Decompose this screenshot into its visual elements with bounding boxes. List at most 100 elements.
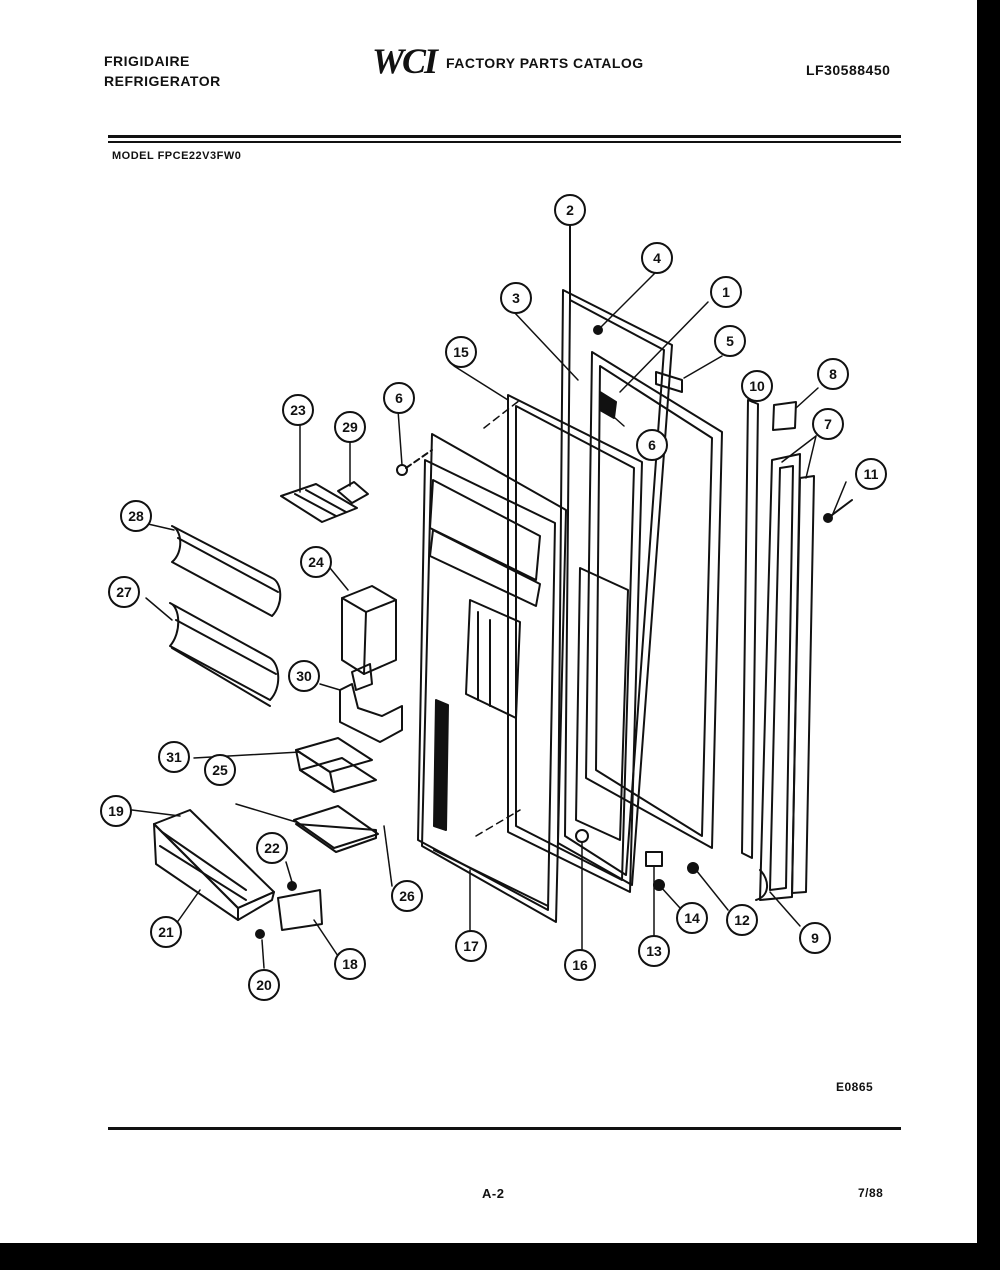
callout-number: 5 (726, 333, 734, 349)
callout-number: 6 (648, 437, 656, 453)
callout-circle (641, 242, 673, 274)
callout-number: 30 (296, 668, 312, 684)
callout-circle (256, 832, 288, 864)
part-callout: 8 (817, 358, 849, 390)
callout-number: 2 (566, 202, 574, 218)
callout-circle (108, 576, 140, 608)
breaker-frame (507, 394, 643, 893)
callout-number: 15 (453, 344, 469, 360)
callout-number: 29 (342, 419, 358, 435)
part-callout: 22 (256, 832, 288, 864)
callout-circle (120, 500, 152, 532)
part-callout: 14 (676, 902, 708, 934)
part-callout: 15 (445, 336, 477, 368)
callout-number: 7 (824, 416, 832, 432)
callout-number: 24 (308, 554, 324, 570)
callout-circle (741, 370, 773, 402)
callout-circle (812, 408, 844, 440)
header-rule (108, 141, 901, 143)
part-callout: 27 (108, 576, 140, 608)
rack-pad (337, 481, 369, 504)
callout-circle (248, 969, 280, 1001)
callout-layer: 1234566789101112131415161718192021222324… (100, 194, 887, 1001)
callout-number: 10 (749, 378, 765, 394)
door-bin (153, 809, 275, 921)
model-number: MODEL FPCE22V3FW0 (112, 150, 242, 162)
callout-circle (150, 916, 182, 948)
inner-door-liner (417, 433, 567, 923)
callout-circle (391, 880, 423, 912)
callout-circle (334, 411, 366, 443)
callout-number: 31 (166, 749, 182, 765)
catalog-title: FACTORY PARTS CATALOG (446, 55, 644, 71)
dispenser-bracket (339, 683, 403, 743)
callout-circle (564, 949, 596, 981)
diagram-code: E0865 (836, 1080, 874, 1094)
product-type: REFRIGERATOR (104, 73, 221, 89)
callout-circle (554, 194, 586, 226)
callout-number: 26 (399, 888, 415, 904)
callout-number: 17 (463, 938, 479, 954)
wci-logo: WCI (372, 41, 438, 81)
callout-number: 28 (128, 508, 144, 524)
callout-number: 4 (653, 250, 661, 266)
callout-number: 16 (572, 957, 588, 973)
catalog-page: FRIGIDAIRE REFRIGERATOR WCI FACTORY PART… (0, 0, 977, 1243)
door-trim-strips (741, 399, 815, 901)
part-callout: 29 (334, 411, 366, 443)
part-callout: 10 (741, 370, 773, 402)
callout-number: 25 (212, 762, 228, 778)
callout-circle (817, 358, 849, 390)
header-rule (108, 135, 901, 138)
door-shelf-bar-upper (171, 525, 282, 617)
callout-number: 8 (829, 366, 837, 382)
callout-circle (636, 429, 668, 461)
part-callout: 1 (710, 276, 742, 308)
part-callout: 28 (120, 500, 152, 532)
part-callout: 5 (714, 325, 746, 357)
part-callout: 24 (300, 546, 332, 578)
callout-circle (855, 458, 887, 490)
part-callout: 6 (636, 429, 668, 461)
part-callout: 26 (391, 880, 423, 912)
part-callout: 18 (334, 948, 366, 980)
hinge-parts (575, 829, 699, 891)
callout-number: 23 (290, 402, 306, 418)
catalog-number: LF30588450 (806, 62, 891, 78)
page-number: A-2 (482, 1186, 505, 1201)
callout-number: 19 (108, 803, 124, 819)
part-callout: 12 (726, 904, 758, 936)
callout-number: 14 (684, 910, 700, 926)
callout-circle (300, 546, 332, 578)
part-callout: 11 (855, 458, 887, 490)
part-callout: 3 (500, 282, 532, 314)
part-callout: 17 (455, 930, 487, 962)
part-callout: 20 (248, 969, 280, 1001)
dispenser-module (341, 585, 397, 691)
callout-number: 1 (722, 284, 730, 300)
leader-lines (131, 271, 847, 969)
part-callout: 31 (158, 741, 190, 773)
part-callout: 19 (100, 795, 132, 827)
callout-circle (282, 394, 314, 426)
callout-number: 27 (116, 584, 132, 600)
callout-circle (638, 935, 670, 967)
outer-door-panel (585, 351, 723, 849)
bin-clip (255, 881, 323, 939)
part-callout: 23 (282, 394, 314, 426)
callout-number: 3 (512, 290, 520, 306)
callout-circle (726, 904, 758, 936)
callout-circle (799, 922, 831, 954)
callout-number: 6 (395, 390, 403, 406)
callout-circle (455, 930, 487, 962)
callout-circle (445, 336, 477, 368)
callout-circle (288, 660, 320, 692)
callout-circle (500, 282, 532, 314)
brand-name: FRIGIDAIRE (104, 53, 190, 69)
callout-circle (204, 754, 236, 786)
callout-circle (383, 382, 415, 414)
callout-number: 21 (158, 924, 174, 940)
part-callout: 4 (641, 242, 673, 274)
dairy-rack (280, 483, 358, 523)
part-callout: 21 (150, 916, 182, 948)
